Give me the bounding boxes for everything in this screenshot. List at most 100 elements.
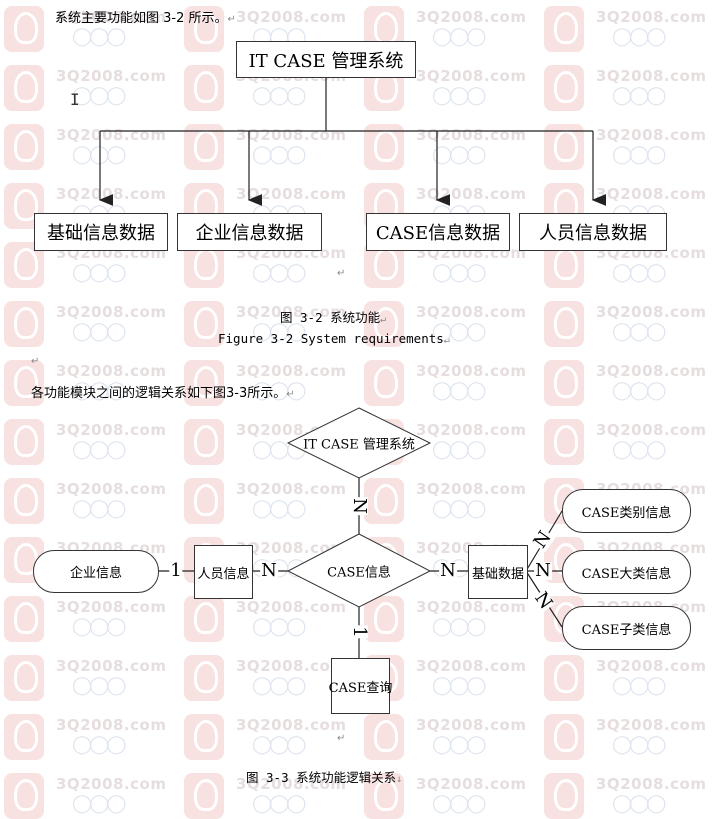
watermark-logo-icon xyxy=(4,478,44,524)
watermark-logo-icon xyxy=(184,714,224,760)
intro-text: 系统主要功能如图 3-2 所示。 xyxy=(55,11,228,26)
watermark-rings-icon: ◯◯◯ xyxy=(252,144,306,165)
watermark-text: 3Q2008.com xyxy=(56,421,167,439)
watermark-logo-icon xyxy=(4,419,44,465)
watermark-logo-icon xyxy=(4,655,44,701)
watermark-text: 3Q2008.com xyxy=(56,598,167,616)
watermark-rings-icon: ◯◯◯ xyxy=(72,262,126,283)
watermark-logo-icon xyxy=(544,419,584,465)
watermark-logo-icon xyxy=(184,6,224,52)
watermark-logo-icon xyxy=(184,596,224,642)
watermark-logo-icon xyxy=(364,478,404,524)
watermark-text: 3Q2008.com xyxy=(56,480,167,498)
watermark-text: 3Q2008.com xyxy=(596,8,707,26)
fig1-caption-en-text: Figure 3-2 System requirements xyxy=(218,331,444,346)
intro-paragraph: 系统主要功能如图 3-2 所示。↵ xyxy=(55,7,236,26)
watermark-logo-icon xyxy=(184,360,224,406)
watermark-rings-icon: ◯◯◯ xyxy=(252,380,306,401)
fig1-caption-cn: 图 3-2 系统功能↵ xyxy=(280,307,386,326)
watermark-text: 3Q2008.com xyxy=(596,185,707,203)
watermark-logo-icon xyxy=(364,301,404,347)
card-basic-right-n: N xyxy=(534,560,552,581)
watermark-text: 3Q2008.com xyxy=(596,657,707,675)
card-person-n: N xyxy=(260,560,278,581)
logic-paragraph: 各功能模块之间的逻辑关系如下图3-3所示。↵ xyxy=(31,382,295,401)
watermark-rings-icon: ◯◯◯ xyxy=(612,321,666,342)
fig1-child-box-case: CASE信息数据 xyxy=(366,213,510,251)
fig1-child-label: 人员信息数据 xyxy=(539,223,647,244)
watermark-rings-icon: ◯◯◯ xyxy=(252,616,306,637)
watermark-rings-icon: ◯◯◯ xyxy=(72,26,126,47)
watermark-rings-icon: ◯◯◯ xyxy=(72,380,126,401)
paragraph-mark: ↵ xyxy=(286,389,295,400)
watermark-rings-icon: ◯◯◯ xyxy=(612,144,666,165)
watermark-text: 3Q2008.com xyxy=(56,362,167,380)
text-cursor-icon: I xyxy=(70,90,80,109)
watermark-rings-icon: ◯◯◯ xyxy=(612,26,666,47)
watermark-logo-icon xyxy=(544,360,584,406)
watermark-text: 3Q2008.com xyxy=(236,362,347,380)
watermark-rings-icon: ◯◯◯ xyxy=(612,262,666,283)
paragraph-mark: ↵ xyxy=(337,268,346,279)
watermark-text: 3Q2008.com xyxy=(596,716,707,734)
watermark-rings-icon: ◯◯◯ xyxy=(432,734,486,755)
watermark-text: 3Q2008.com xyxy=(416,421,527,439)
card-left-one: 1 xyxy=(169,560,183,581)
fig1-child-box-basic: 基础信息数据 xyxy=(34,213,168,251)
watermark-rings-icon: ◯◯◯ xyxy=(432,144,486,165)
watermark-text: 3Q2008.com xyxy=(236,539,347,557)
watermark-rings-icon: ◯◯◯ xyxy=(252,321,306,342)
watermark-text: 3Q2008.com xyxy=(416,598,527,616)
watermark-rings-icon: ◯◯◯ xyxy=(612,675,666,696)
watermark-rings-icon: ◯◯◯ xyxy=(72,321,126,342)
card-query-one: 1 xyxy=(349,625,370,639)
watermark-text: 3Q2008.com xyxy=(416,8,527,26)
watermark-text: 3Q2008.com xyxy=(236,775,347,793)
watermark-rings-icon: ◯◯◯ xyxy=(72,144,126,165)
watermark-logo-icon xyxy=(544,655,584,701)
watermark-logo-icon xyxy=(4,714,44,760)
watermark-rings-icon: ◯◯◯ xyxy=(432,380,486,401)
watermark-logo-icon xyxy=(4,301,44,347)
watermark-text: 3Q2008.com xyxy=(416,480,527,498)
watermark-text: 3Q2008.com xyxy=(596,775,707,793)
watermark-text: 3Q2008.com xyxy=(56,67,167,85)
watermark-rings-icon: ◯◯◯ xyxy=(72,498,126,519)
watermark-rings-icon: ◯◯◯ xyxy=(432,498,486,519)
paragraph-mark: ↵ xyxy=(31,356,40,367)
watermark-text: 3Q2008.com xyxy=(596,421,707,439)
watermark-text: 3Q2008.com xyxy=(596,67,707,85)
diagram-lines xyxy=(98,77,607,658)
watermark-text: 3Q2008.com xyxy=(596,362,707,380)
watermark-rings-icon: ◯◯◯ xyxy=(612,734,666,755)
watermark-rings-icon: ◯◯◯ xyxy=(432,262,486,283)
fig1-child-label: 企业信息数据 xyxy=(195,223,304,244)
paragraph-mark: ↵ xyxy=(337,733,346,744)
watermark-logo-icon xyxy=(364,596,404,642)
watermark-logo-icon xyxy=(544,6,584,52)
watermark-logo-icon xyxy=(4,124,44,170)
fig2-sub-class-label: CASE子类信息 xyxy=(581,622,672,638)
card-basic-n: N xyxy=(439,560,457,581)
watermark-text: 3Q2008.com xyxy=(416,303,527,321)
watermark-logo-icon xyxy=(544,301,584,347)
watermark-text: 3Q2008.com xyxy=(416,67,527,85)
watermark-rings-icon: ◯◯◯ xyxy=(432,26,486,47)
watermark-logo-icon xyxy=(4,65,44,111)
fig1-caption-en: Figure 3-2 System requirements↵ xyxy=(218,331,450,346)
fig2-major-class-label: CASE大类信息 xyxy=(581,566,672,582)
watermark-rings-icon: ◯◯◯ xyxy=(252,262,306,283)
watermark-logo-icon xyxy=(184,65,224,111)
fig1-child-label: CASE信息数据 xyxy=(375,223,501,244)
watermark-logo-icon xyxy=(4,6,44,52)
fig2-category-pill: CASE类别信息 xyxy=(562,489,691,533)
watermark-text: 3Q2008.com xyxy=(236,480,347,498)
watermark-logo-icon xyxy=(364,360,404,406)
watermark-text: 3Q2008.com xyxy=(236,598,347,616)
fig1-caption-cn-text: 图 3-2 系统功能 xyxy=(280,310,381,325)
fig1-child-box-enterprise: 企业信息数据 xyxy=(177,213,322,251)
watermark-rings-icon: ◯◯◯ xyxy=(612,380,666,401)
fig2-basic-box: 基础数据 xyxy=(468,545,528,599)
watermark-logo-icon xyxy=(4,596,44,642)
fig2-basic-label: 基础数据 xyxy=(471,566,524,582)
